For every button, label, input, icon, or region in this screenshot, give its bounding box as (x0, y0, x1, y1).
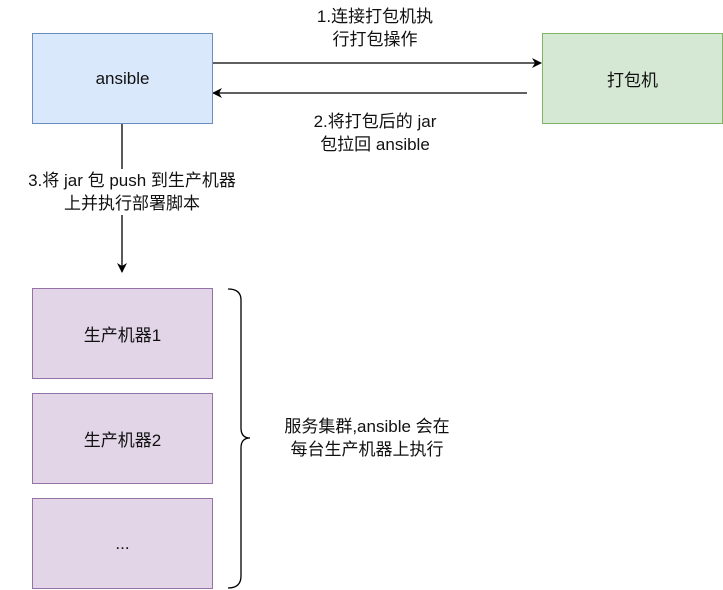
production-machine-1[interactable]: 生产机器1 (32, 288, 213, 379)
production-machine-2-label: 生产机器2 (83, 431, 162, 450)
step1-line1: 1.连接打包机执 (316, 7, 434, 26)
packer-node-label: 打包机 (607, 71, 658, 90)
step3-line2: 上并执行部署脚本 (64, 194, 200, 213)
step1-line2: 行打包操作 (332, 30, 418, 49)
step3-line1: 3.将 jar 包 push 到生产机器 (28, 171, 236, 190)
ansible-node-label: ansible (95, 68, 150, 88)
step2-line2: 包拉回 ansible (320, 135, 430, 154)
production-machine-more[interactable]: ... (32, 498, 213, 589)
packer-node[interactable]: 打包机 (542, 33, 723, 124)
step2-line1: 2.将打包后的 jar (313, 112, 437, 131)
step2-label: 2.将打包后的 jar 包拉回 ansible (290, 110, 460, 156)
step1-label: 1.连接打包机执 行打包操作 (290, 5, 460, 51)
ansible-node[interactable]: ansible (32, 33, 213, 124)
step3-label: 3.将 jar 包 push 到生产机器 上并执行部署脚本 (2, 169, 262, 215)
cluster-line1: 服务集群,ansible 会在 (284, 417, 450, 436)
production-machine-more-label: ... (115, 533, 130, 553)
cluster-label: 服务集群,ansible 会在 每台生产机器上执行 (262, 415, 472, 461)
cluster-line2: 每台生产机器上执行 (290, 440, 444, 459)
production-machine-2[interactable]: 生产机器2 (32, 393, 213, 484)
production-machine-1-label: 生产机器1 (83, 326, 162, 345)
cluster-brace (227, 288, 251, 589)
